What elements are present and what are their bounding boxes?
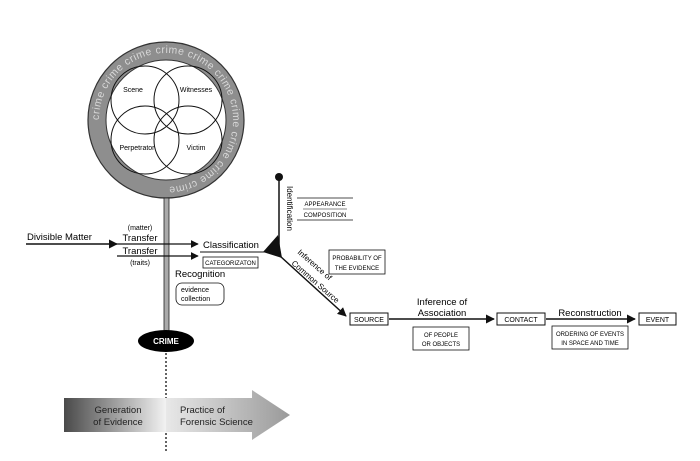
evidence-collection-line2: collection — [181, 296, 210, 303]
event-label: EVENT — [646, 317, 670, 324]
classification-label: Classification — [203, 240, 259, 251]
divisible-matter-label: Divisible Matter — [27, 232, 92, 243]
matter-label: (matter) — [128, 225, 153, 232]
transfer-label-2: Transfer — [122, 246, 157, 257]
venn-scene: Scene — [123, 87, 143, 94]
source-label: SOURCE — [354, 317, 384, 324]
inference-association-2: Association — [418, 308, 467, 319]
composition-label: COMPOSITION — [304, 213, 347, 219]
inference-association-1: Inference of — [417, 297, 468, 308]
recognition-label: Recognition — [175, 269, 225, 280]
common-source-arrow — [279, 255, 347, 317]
venn-diagram — [110, 65, 223, 175]
evidence-collection-line1: evidence — [181, 287, 209, 294]
traits-label: (traits) — [130, 260, 150, 267]
people-objects-line1: OF PEOPLE — [424, 333, 458, 339]
probability-line2: THE EVIDENCE — [335, 266, 379, 272]
ordering-box — [551, 325, 629, 350]
source-box — [349, 312, 389, 326]
ordering-line2: IN SPACE AND TIME — [561, 341, 618, 347]
generation-line2: of Evidence — [93, 417, 143, 428]
crime-label: CRIME — [153, 337, 179, 346]
contact-box — [496, 312, 546, 326]
venn-witnesses: Witnesses — [180, 87, 213, 94]
crime-circle: crime crime crime crime crime crime crim… — [87, 41, 245, 199]
venn-victim: Victim — [187, 145, 206, 152]
categorization-label: CATEGORIZATON — [205, 261, 256, 267]
ordering-line1: ORDERING OF EVENTS — [556, 332, 624, 338]
generation-bar — [64, 398, 166, 432]
identification-label: Identification — [285, 186, 294, 231]
probability-box — [328, 249, 386, 275]
transfer-label-1: Transfer — [122, 233, 157, 244]
practice-arrow — [166, 390, 290, 440]
reconstruction-label: Reconstruction — [558, 308, 621, 319]
evidence-collection-box — [175, 282, 225, 306]
appearance-label: APPEARANCE — [304, 202, 345, 208]
contact-label: CONTACT — [504, 317, 538, 324]
venn-perpetrator: Perpetrator — [119, 145, 155, 152]
probability-line1: PROBABILITY OF — [332, 256, 382, 262]
practice-line2: Forensic Science — [180, 417, 253, 428]
generation-line1: Generation — [94, 405, 141, 416]
people-objects-box — [412, 326, 470, 351]
categorization-box — [202, 256, 259, 269]
people-objects-line2: OR OBJECTS — [422, 342, 460, 348]
practice-line1: Practice of — [180, 405, 225, 416]
event-box — [638, 312, 677, 326]
junction-triangle — [263, 235, 282, 258]
vertical-post — [163, 197, 170, 337]
identification-dot — [275, 173, 283, 181]
crime-ellipse — [138, 330, 194, 352]
